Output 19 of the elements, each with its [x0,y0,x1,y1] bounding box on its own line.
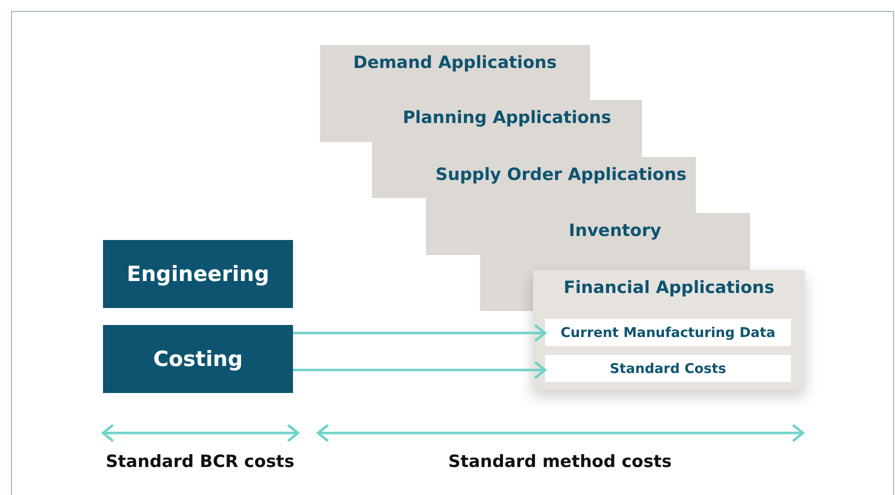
box-label: Costing [153,347,243,371]
module-box [103,325,293,393]
span-label: Standard method costs [447,452,673,472]
box-label: Supply Order Applications [434,165,688,185]
box-label: Financial Applications [562,278,776,298]
box-label: Planning Applications [402,108,612,128]
module-box [103,240,293,308]
box-label: Current Manufacturing Data [560,324,776,340]
application-box [320,45,590,100]
application-box [533,270,805,390]
span-label: Standard BCR costs [104,452,296,472]
arrow [293,360,546,380]
data-row [545,355,791,382]
box-label: Standard Costs [610,360,726,376]
arrow [293,324,546,342]
box-label: Inventory [568,221,662,241]
box-label: Engineering [126,262,270,286]
data-row [545,319,791,346]
box-label: Demand Applications [352,53,558,73]
